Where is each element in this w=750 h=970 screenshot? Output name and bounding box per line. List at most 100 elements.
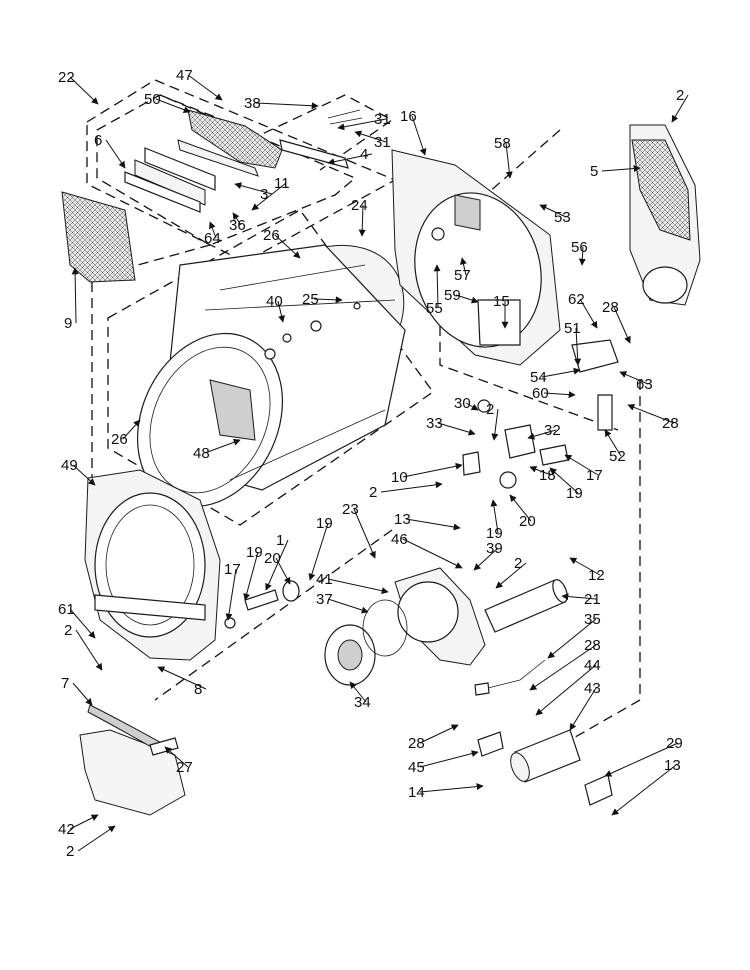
callout-label-7: 7 (61, 675, 69, 692)
leader-line-2 (671, 94, 689, 123)
leader-line-26 (274, 234, 301, 259)
leader-line-34 (349, 681, 367, 703)
leader-line-49 (72, 464, 96, 486)
leader-line-23 (353, 508, 376, 559)
callout-label-6: 6 (94, 132, 102, 149)
leader-line-29 (604, 742, 679, 777)
leader-line-12 (569, 557, 601, 576)
duct-seal (149, 737, 179, 756)
callout-label-44: 44 (584, 657, 601, 674)
door-switch-bracket (279, 109, 363, 169)
callout-label-19: 19 (566, 485, 583, 502)
wire-harness (474, 659, 546, 696)
callout-label-19: 19 (486, 525, 503, 542)
callout-label-18: 18 (539, 467, 556, 484)
leader-line-2 (77, 825, 116, 852)
leader-line-16 (411, 115, 427, 156)
leader-line-28 (419, 724, 459, 744)
callout-label-57: 57 (454, 267, 471, 284)
leader-line-2 (75, 629, 103, 671)
callout-label-2: 2 (369, 484, 377, 501)
leader-line-24 (358, 204, 366, 237)
leader-line-53 (539, 204, 567, 218)
callout-label-1: 1 (276, 532, 284, 549)
leader-line-18 (529, 465, 552, 476)
callout-label-54: 54 (530, 369, 547, 386)
callout-label-49: 49 (61, 457, 78, 474)
leader-line-39 (473, 547, 499, 571)
heater-thermostats (462, 339, 619, 489)
lint-duct-channel (124, 139, 259, 213)
callout-label-40: 40 (266, 293, 283, 310)
callout-label-2: 2 (676, 87, 684, 104)
callout-label-58: 58 (494, 135, 511, 152)
rear-bulkhead (391, 149, 561, 366)
callout-label-19: 19 (246, 544, 263, 561)
leader-line-63 (619, 371, 649, 385)
leader-line-61 (69, 608, 96, 639)
callout-label-46: 46 (391, 531, 408, 548)
callout-label-29: 29 (666, 735, 683, 752)
callout-leader-lines (69, 74, 689, 852)
callout-label-2: 2 (514, 555, 522, 572)
callout-label-3: 3 (260, 186, 268, 203)
callout-label-36: 36 (229, 217, 246, 234)
callout-label-38: 38 (244, 95, 261, 112)
callout-label-11: 11 (274, 175, 290, 192)
blower-housing (394, 567, 486, 666)
leader-line-25 (313, 296, 343, 304)
leader-line-19 (549, 467, 579, 494)
leader-line-19 (243, 551, 259, 601)
leader-line-32 (527, 429, 557, 440)
leader-line-22 (69, 76, 99, 105)
callout-label-14: 14 (408, 784, 425, 801)
callout-label-60: 60 (532, 385, 549, 402)
leader-line-60 (543, 391, 576, 399)
leader-line-47 (187, 74, 223, 101)
leader-line-2 (380, 481, 443, 493)
leader-line-59 (455, 294, 479, 304)
rear-exhaust-duct-panel (629, 124, 701, 306)
callout-label-19: 19 (316, 515, 333, 532)
callout-label-17: 17 (586, 467, 603, 484)
leader-line-2 (495, 562, 527, 589)
leader-line-1 (265, 539, 289, 591)
callout-label-20: 20 (264, 550, 281, 567)
callout-label-26: 26 (263, 227, 280, 244)
leader-line-43 (569, 687, 597, 731)
leader-line-41 (327, 578, 389, 595)
dryer-drum (136, 244, 406, 508)
callout-label-17: 17 (224, 561, 241, 578)
leader-line-58 (505, 142, 513, 179)
callout-label-10: 10 (391, 469, 408, 486)
leader-line-19 (490, 499, 499, 534)
callout-label-28: 28 (408, 735, 425, 752)
leader-line-35 (547, 618, 597, 659)
leader-line-62 (579, 298, 598, 329)
leader-line-5 (601, 165, 641, 172)
leader-line-28 (529, 644, 597, 691)
leader-line-54 (541, 367, 581, 378)
leader-line-3 (234, 182, 273, 195)
leader-line-14 (419, 783, 484, 793)
callout-label-62: 62 (568, 291, 585, 308)
callout-label-2: 2 (66, 843, 74, 860)
leader-line-51 (574, 327, 582, 366)
leader-line-11 (251, 182, 287, 211)
leader-line-46 (402, 538, 463, 569)
leader-line-37 (327, 598, 369, 614)
callout-label-13: 13 (664, 757, 681, 774)
callout-label-47: 47 (176, 67, 193, 84)
leader-line-27 (164, 746, 189, 768)
leader-line-19 (308, 522, 329, 581)
callout-label-15: 15 (493, 293, 510, 310)
leader-line-31 (337, 118, 387, 131)
leader-line-20 (275, 557, 291, 585)
leader-line-28 (627, 404, 675, 424)
leader-line-48 (204, 438, 241, 454)
front-lint-duct (79, 704, 186, 816)
leader-line-44 (535, 664, 597, 716)
leader-line-28 (613, 306, 631, 344)
callout-label-13: 13 (394, 511, 411, 528)
